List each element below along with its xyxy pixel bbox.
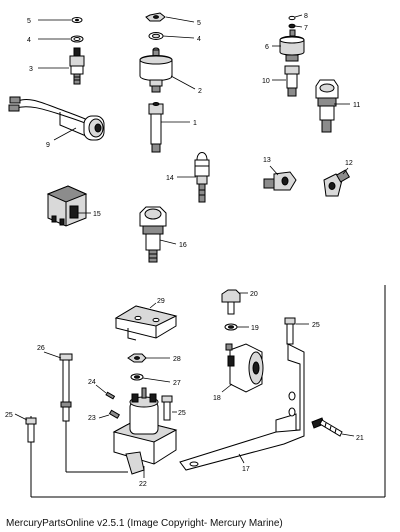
part-24-screw [105, 391, 116, 400]
part-8-washer [288, 15, 296, 21]
callout-5: 5 [27, 18, 31, 25]
part-14-sensor [194, 152, 210, 203]
part-19-washer [224, 323, 238, 331]
part-18-relay [225, 343, 264, 393]
part-22-solenoid [112, 387, 178, 475]
part-25-right-bolt [284, 317, 296, 345]
part-10-adapter [284, 65, 300, 97]
part-6-switch [279, 29, 305, 62]
callout-4: 4 [27, 37, 31, 44]
part-5-left-washer [71, 17, 83, 23]
callout-10: 10 [262, 78, 270, 85]
part-4-center-oring [148, 32, 164, 40]
callout-6: 6 [265, 44, 269, 51]
callout-18: 18 [213, 395, 221, 402]
callout-19: 19 [251, 325, 259, 332]
part-1-adapter [148, 102, 164, 153]
part-29-bracket [114, 305, 178, 341]
callout-23: 23 [88, 415, 96, 422]
assembly-frame [30, 285, 386, 498]
callout-25: 25 [312, 322, 320, 329]
part-9-sender-harness [8, 96, 105, 141]
part-3-temperature-sender [69, 47, 85, 85]
callout-7: 7 [304, 25, 308, 32]
part-25-middle-bolt [161, 395, 173, 421]
callout-13: 13 [263, 157, 271, 164]
callout-22: 22 [139, 481, 147, 488]
callout-2: 2 [198, 88, 202, 95]
part-12-sensor [323, 169, 351, 197]
callout-25: 25 [5, 412, 13, 419]
part-4-left-oring [70, 35, 84, 43]
callout-17: 17 [242, 466, 250, 473]
part-27-washer [130, 373, 144, 381]
callout-24: 24 [88, 379, 96, 386]
callout-8: 8 [304, 13, 308, 20]
callout-1: 1 [193, 120, 197, 127]
part-21-screw [311, 417, 343, 437]
callout-26: 26 [37, 345, 45, 352]
part-25-left-bolt [25, 417, 37, 443]
callout-4: 4 [197, 36, 201, 43]
callout-29: 29 [157, 298, 165, 305]
part-28-nut [127, 353, 147, 363]
part-17-mounting-plate [179, 343, 305, 471]
callout-5: 5 [197, 20, 201, 27]
callout-16: 16 [179, 242, 187, 249]
part-23-screw [108, 409, 121, 419]
callout-14: 14 [166, 175, 174, 182]
callout-9: 9 [46, 142, 50, 149]
part-20-bolt [221, 289, 241, 315]
part-2-pressure-sender [139, 47, 173, 93]
callout-12: 12 [345, 160, 353, 167]
part-26-stud [59, 353, 73, 422]
callout-28: 28 [173, 356, 181, 363]
part-13-sensor [263, 171, 297, 191]
callout-21: 21 [356, 435, 364, 442]
callout-25: 25 [178, 410, 186, 417]
part-7-nut [288, 23, 296, 29]
callout-15: 15 [93, 211, 101, 218]
callout-3: 3 [29, 66, 33, 73]
callout-11: 11 [353, 102, 360, 109]
callout-20: 20 [250, 291, 258, 298]
part-15-module [46, 185, 88, 227]
part-11-sender [315, 79, 339, 133]
copyright-caption: MercuryPartsOnline v2.5.1 (Image Copyrig… [6, 518, 283, 529]
part-5-center-nut [145, 12, 166, 22]
part-16-sender [139, 206, 167, 263]
callout-27: 27 [173, 380, 181, 387]
